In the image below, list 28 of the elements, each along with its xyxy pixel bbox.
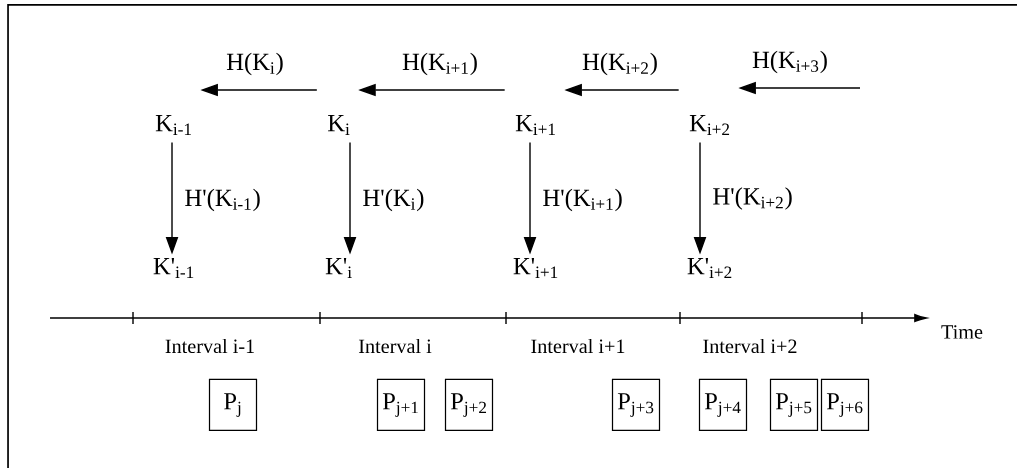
edge-label: H'(K$_{i+1}$) (543, 188, 622, 212)
axis-label: Time (941, 325, 983, 339)
key-label: K'$_{i+2}$ (687, 258, 732, 278)
edge-label: H'(K$_{i-1}$) (185, 188, 260, 212)
edge-label: H'(K$_{i+2}$) (713, 187, 792, 210)
interval-label: Interval i-1 (165, 338, 254, 354)
interval-label: Interval i (358, 338, 432, 354)
packet-box: P$_{j+1}$ (376, 378, 426, 432)
edge-label: H(K$_{i+1}$) (402, 52, 477, 76)
packet-box: P$_{j+3}$ (611, 378, 661, 432)
packet-box: P$_{j+4}$ (698, 378, 748, 432)
edge-label: H(K$_{i}$) (226, 52, 283, 76)
key-label: K$_{i+1}$ (515, 115, 555, 135)
interval-label: Interval i+1 (531, 338, 625, 354)
packet-box: P$_{j}$ (208, 378, 258, 432)
key-label: K$_{i+2}$ (689, 115, 730, 135)
packet-box: P$_{j+2}$ (444, 378, 494, 432)
interval-label: Interval i+2 (703, 338, 797, 354)
key-label: K$_{i}$ (328, 115, 350, 135)
key-label: K'$_{i}$ (325, 258, 352, 278)
packet-box: P$_{j+6}$ (820, 378, 870, 432)
edge-label: H(K$_{i+2}$) (582, 52, 657, 76)
packet-box: P$_{j+5}$ (769, 378, 819, 432)
key-label: K$_{i-1}$ (155, 115, 191, 135)
edge-label: H(K$_{i+3}$) (752, 50, 827, 74)
key-label: K'$_{i-1}$ (153, 258, 194, 278)
edge-label: H'(K$_{i}$) (363, 188, 424, 212)
key-label: K'$_{i+1}$ (513, 258, 558, 278)
